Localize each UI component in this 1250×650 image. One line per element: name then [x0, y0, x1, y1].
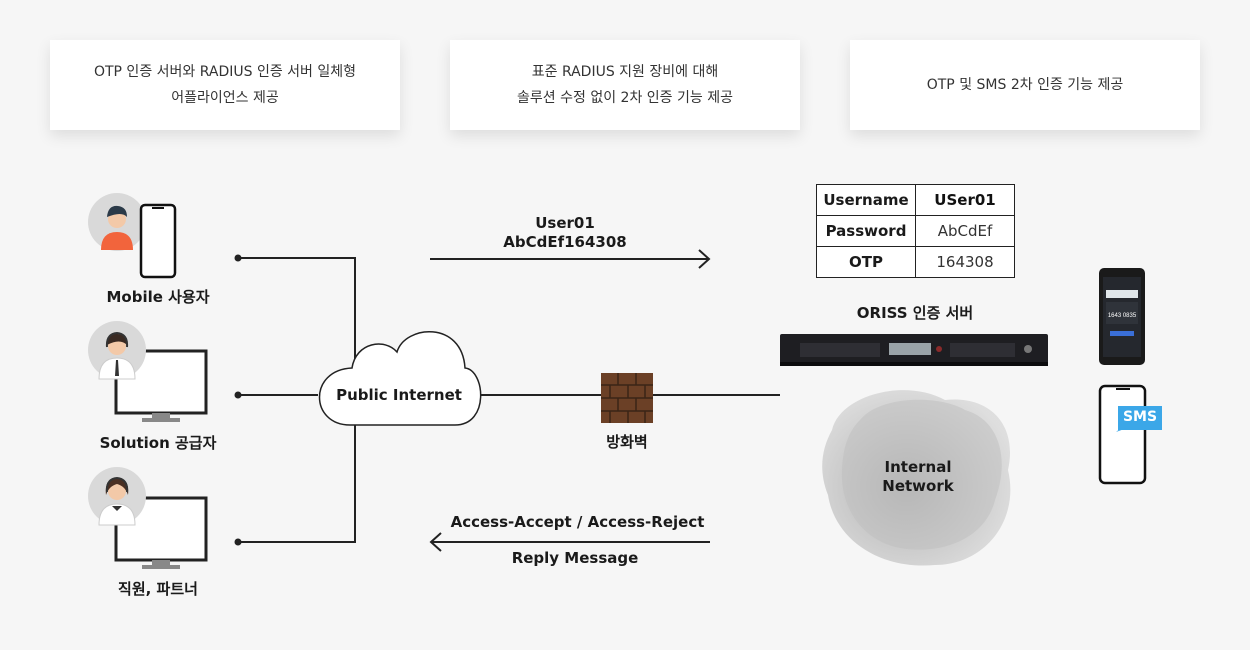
solution-user-avatar: [88, 321, 146, 380]
table-cell-value: 164308: [915, 246, 1015, 278]
feature-2-line1: 표준 RADIUS 지원 장비에 대해: [531, 64, 719, 80]
internal-network-label: Internal Network: [858, 458, 978, 496]
feature-card-2: 표준 RADIUS 지원 장비에 대해 솔루션 수정 없이 2차 인증 기능 제…: [450, 40, 800, 130]
sms-phone-icon: [1098, 384, 1147, 485]
smartphone-icon: [139, 203, 177, 279]
request-password-otp: AbCdEf164308: [503, 233, 627, 251]
response-arrow: [429, 532, 710, 552]
feature-1-line2: 어플라이언스 제공: [171, 90, 279, 106]
cloud-icon: [318, 331, 482, 426]
table-row: Password AbCdEf: [816, 215, 1015, 247]
feature-card-3: OTP 및 SMS 2차 인증 기능 제공: [850, 40, 1200, 130]
feature-card-1: OTP 인증 서버와 RADIUS 인증 서버 일체형 어플라이언스 제공: [50, 40, 400, 130]
sms-badge-label: SMS: [1122, 409, 1158, 425]
table-cell-key: Username: [816, 184, 916, 216]
otp-phone-code: 1643 0835: [1108, 313, 1137, 319]
feature-2-line2: 솔루션 수정 없이 2차 인증 기능 제공: [517, 90, 733, 106]
table-cell-key: Password: [816, 215, 916, 247]
feature-3-line1: OTP 및 SMS 2차 인증 기능 제공: [926, 77, 1124, 93]
sms-badge-icon: [1116, 406, 1162, 432]
request-label: User01 AbCdEf164308: [480, 214, 650, 252]
server-appliance-icon: [780, 334, 1048, 366]
table-cell-value: AbCdEf: [915, 215, 1015, 247]
staff-partner-label: 직원, 파트너: [118, 580, 198, 598]
server-label: ORISS 인증 서버: [856, 304, 974, 322]
request-user: User01: [535, 214, 595, 232]
staff-user-avatar: [88, 467, 146, 526]
otp-phone-icon: [1099, 268, 1145, 365]
response-status-label: Access-Accept / Access-Reject: [450, 513, 705, 531]
table-row: Username USer01: [816, 184, 1015, 216]
internal-network-line2: Network: [882, 477, 954, 495]
public-internet-label: Public Internet: [336, 386, 462, 404]
mobile-user-avatar: [88, 193, 146, 251]
table-cell-value: USer01: [915, 184, 1015, 216]
feature-1-line1: OTP 인증 서버와 RADIUS 인증 서버 일체형: [93, 64, 357, 80]
solution-provider-label: Solution 공급자: [99, 434, 217, 452]
internal-network-line1: Internal: [884, 458, 952, 476]
firewall-icon: [601, 373, 653, 423]
mobile-user-label: Mobile 사용자: [106, 288, 210, 306]
table-row: OTP 164308: [816, 246, 1015, 278]
credentials-table: Username USer01 Password AbCdEf OTP 1643…: [816, 184, 1015, 278]
request-arrow: [430, 249, 711, 269]
table-cell-key: OTP: [816, 246, 916, 278]
firewall-label: 방화벽: [606, 433, 648, 451]
reply-message-label: Reply Message: [511, 549, 639, 567]
monitor-icon-staff: [114, 496, 208, 569]
